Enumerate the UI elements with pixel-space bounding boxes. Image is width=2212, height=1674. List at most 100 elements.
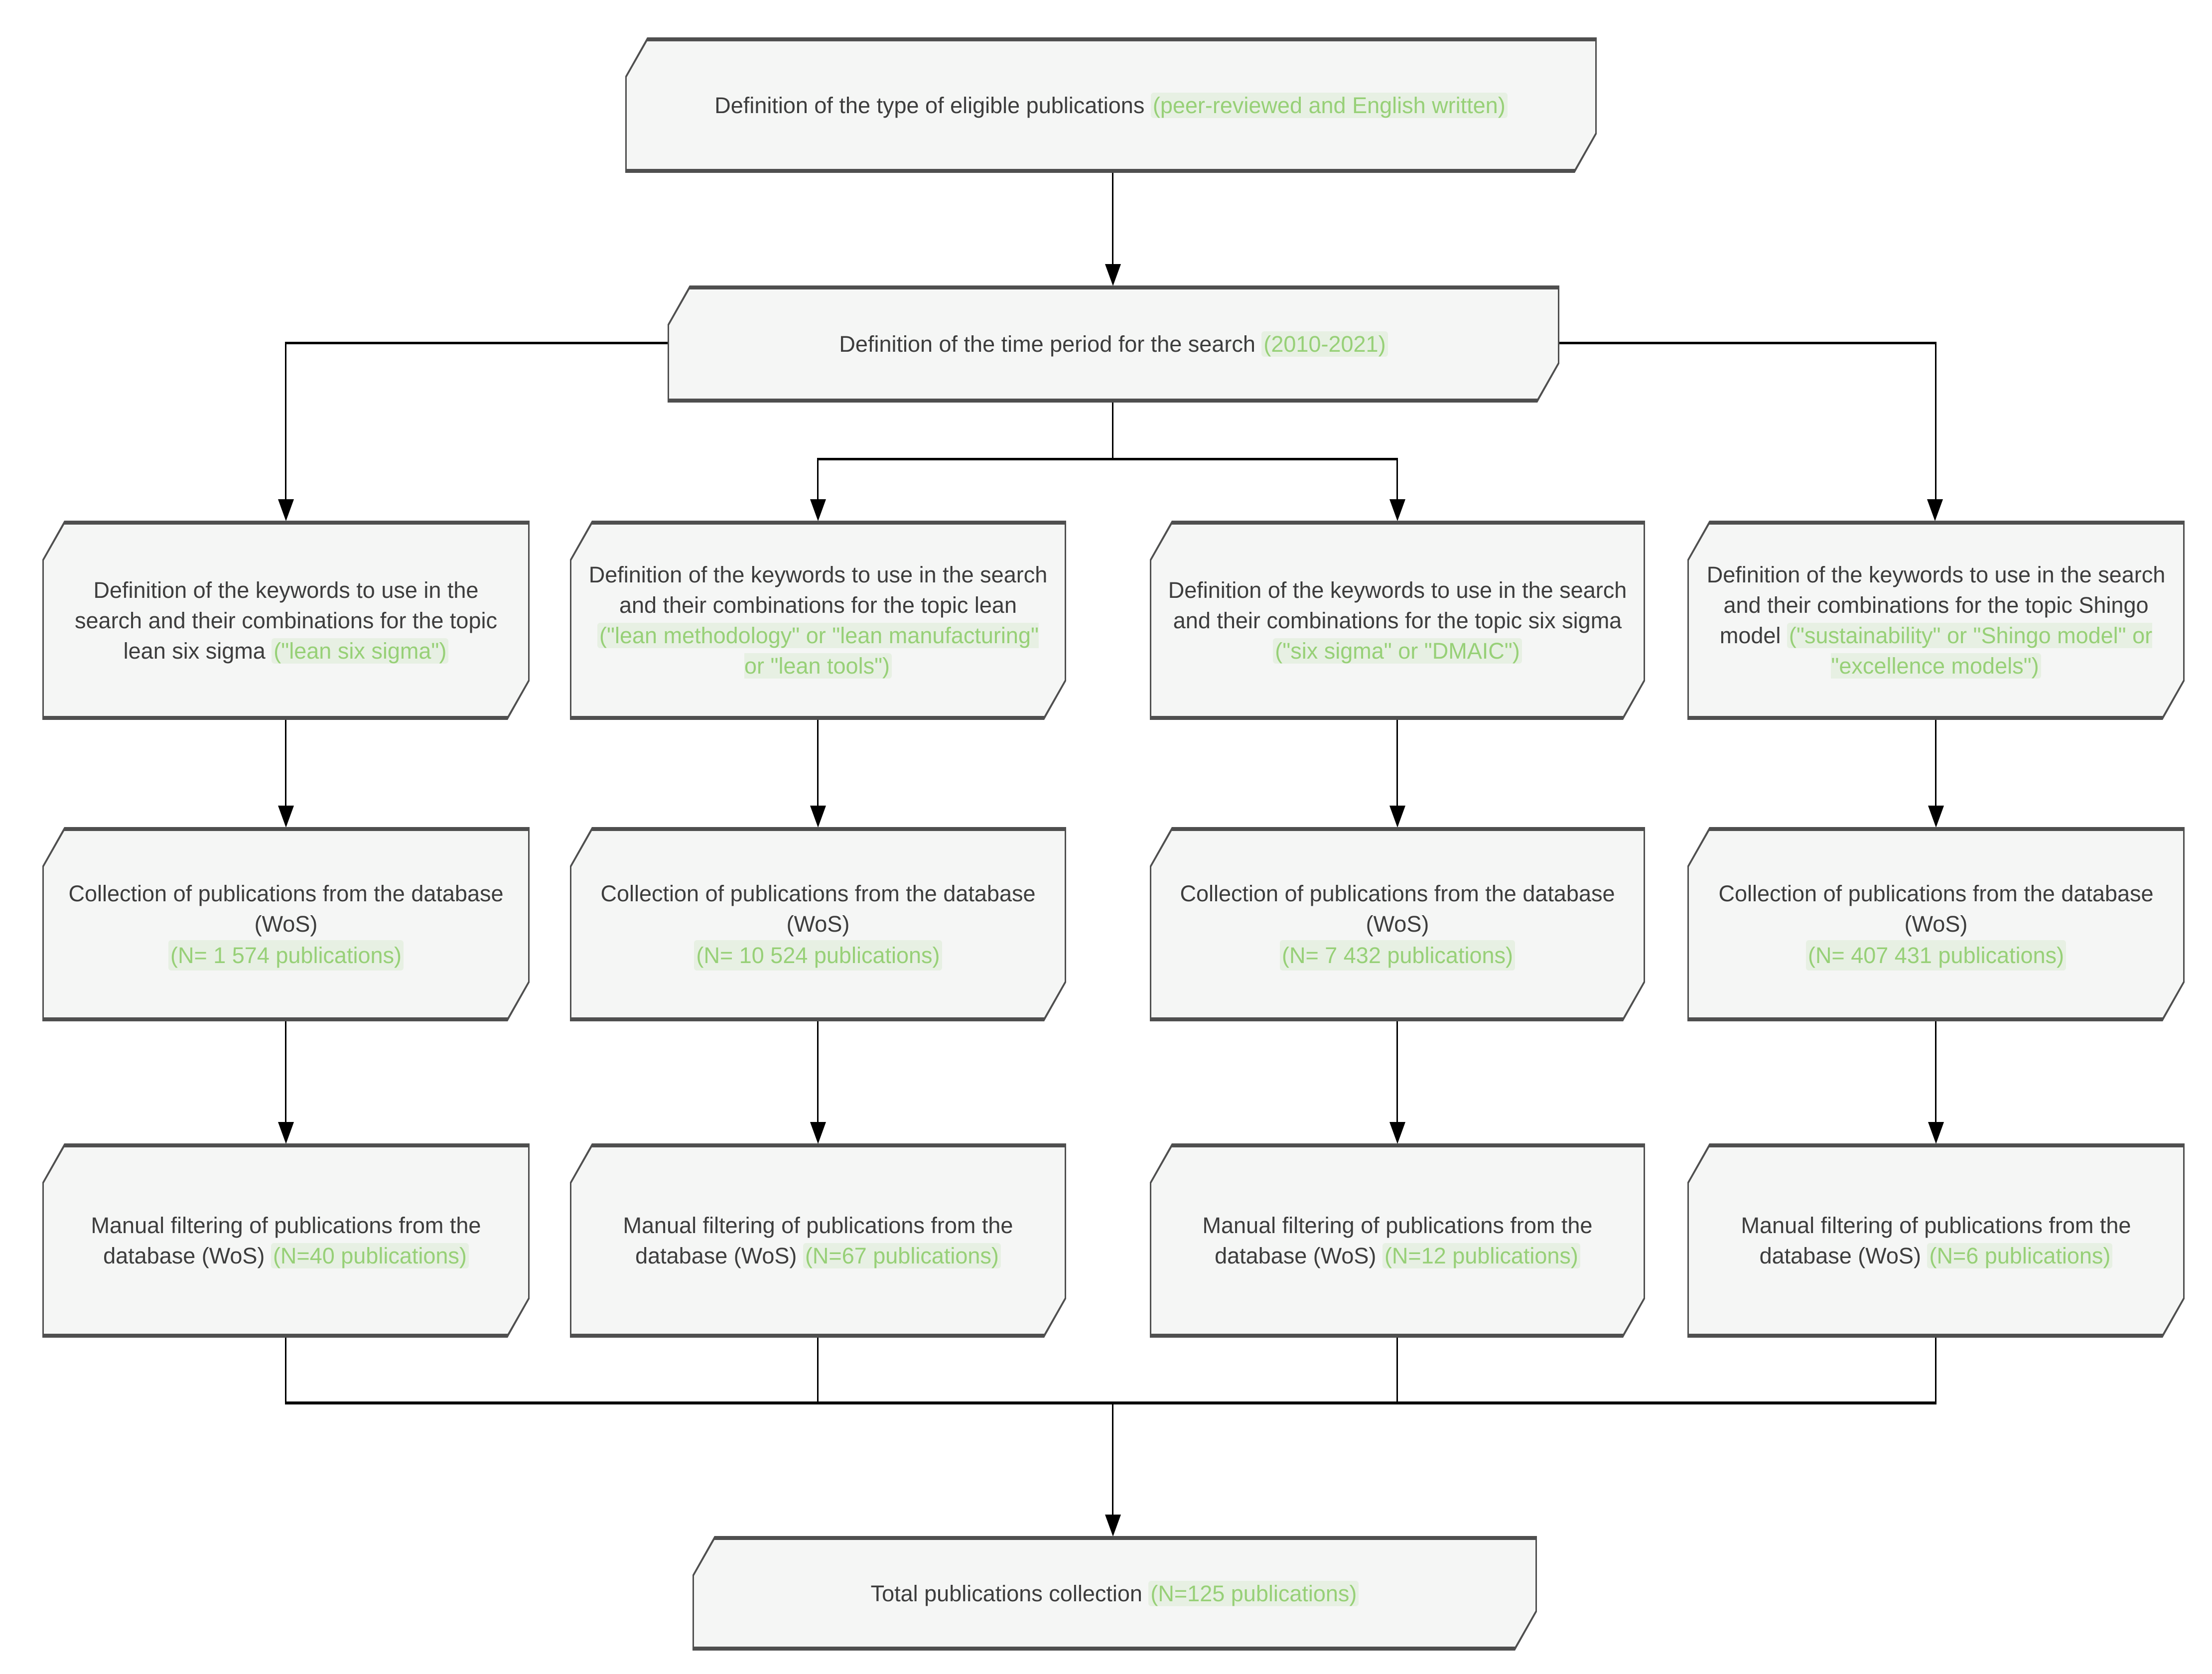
connector-time-to-keywords-4 [1935, 342, 1936, 500]
node-highlight: (N=40 publications) [271, 1243, 469, 1268]
node-background [1689, 1147, 2183, 1334]
node-label: Definition of the type of eligible publi… [625, 37, 1597, 173]
connector-keywords-to-collection-2 [817, 720, 819, 808]
node-text: Definition of the keywords to use in the… [1168, 577, 1627, 633]
node-filtering-shingo-model: Manual filtering of publications from th… [1687, 1143, 2185, 1338]
node-label: Collection of publications from the data… [42, 827, 530, 1021]
node-highlight: (N= 10 524 publications) [694, 940, 942, 971]
arrowhead-down-icon [1389, 806, 1405, 828]
node-label: Total publications collection (N=125 pub… [692, 1536, 1537, 1651]
node-label: Definition of the time period for the se… [668, 285, 1559, 403]
node-label: Definition of the keywords to use in the… [42, 521, 530, 720]
node-background [44, 525, 528, 716]
connector-time-bottom-stub [1112, 403, 1113, 460]
arrowhead-down-icon [278, 499, 294, 521]
node-text: Manual filtering of publications from th… [1741, 1213, 2131, 1268]
node-background [44, 1147, 528, 1334]
node-highlight: ("six sigma" or "DMAIC") [1273, 638, 1522, 664]
node-collection-six-sigma: Collection of publications from the data… [1150, 827, 1645, 1021]
arrowhead-down-icon [810, 499, 826, 521]
node-keywords-six-sigma: Definition of the keywords to use in the… [1150, 521, 1645, 720]
node-label: Manual filtering of publications from th… [1687, 1143, 2185, 1338]
node-highlight: (N=67 publications) [803, 1243, 1001, 1268]
node-label: Definition of the keywords to use in the… [1687, 521, 2185, 720]
node-keywords-lean-six-sigma: Definition of the keywords to use in the… [42, 521, 530, 720]
node-text: Definition of the keywords to use in the… [588, 562, 1048, 618]
node-eligible-publications: Definition of the type of eligible publi… [625, 37, 1597, 173]
node-label: Collection of publications from the data… [1150, 827, 1645, 1021]
node-time-period: Definition of the time period for the se… [668, 285, 1559, 403]
node-label: Manual filtering of publications from th… [570, 1143, 1066, 1338]
node-label: Definition of the keywords to use in the… [1150, 521, 1645, 720]
node-background [1689, 831, 2183, 1017]
node-background [571, 831, 1065, 1017]
arrowhead-down-icon [1389, 1122, 1405, 1144]
connector-filtering-1-to-merge [285, 1338, 286, 1404]
connector-filtering-4-to-merge [1935, 1338, 1936, 1404]
node-background [669, 289, 1558, 399]
node-label: Collection of publications from the data… [570, 827, 1066, 1021]
node-collection-shingo-model: Collection of publications from the data… [1687, 827, 2185, 1021]
connector-eligible-to-time [1112, 173, 1113, 265]
node-text: Collection of publications from the data… [68, 880, 504, 937]
node-keywords-lean: Definition of the keywords to use in the… [570, 521, 1066, 720]
node-background [571, 1147, 1065, 1334]
node-highlight: (peer-reviewed and English written) [1150, 92, 1508, 118]
connector-collection-to-filtering-4 [1935, 1021, 1936, 1123]
node-background [694, 1540, 1535, 1647]
connector-time-right-horizontal [1559, 342, 1936, 344]
node-total-publications: Total publications collection (N=125 pub… [692, 1536, 1537, 1651]
node-label: Collection of publications from the data… [1687, 827, 2185, 1021]
node-highlight: (N= 1 574 publications) [168, 940, 404, 971]
arrowhead-down-icon [1389, 499, 1405, 521]
node-text: Definition of the keywords to use in the… [1706, 562, 2166, 648]
node-background [1151, 831, 1644, 1017]
connector-time-to-keywords-3 [1396, 458, 1398, 500]
arrowhead-down-icon [1105, 264, 1121, 286]
node-highlight: (N= 7 432 publications) [1279, 940, 1516, 971]
node-background [627, 41, 1595, 169]
node-text: Manual filtering of publications from th… [91, 1213, 481, 1268]
node-text: Definition of the keywords to use in the… [75, 577, 497, 664]
connector-time-to-keywords-2 [817, 458, 819, 500]
arrowhead-down-icon [1105, 1515, 1121, 1536]
node-label: Manual filtering of publications from th… [1150, 1143, 1645, 1338]
node-background [1151, 525, 1644, 716]
connector-keywords-to-collection-3 [1396, 720, 1398, 808]
node-background [1151, 1147, 1644, 1334]
node-collection-lean: Collection of publications from the data… [570, 827, 1066, 1021]
node-highlight: (2010-2021) [1261, 331, 1388, 357]
node-background [44, 831, 528, 1017]
node-keywords-shingo-model: Definition of the keywords to use in the… [1687, 521, 2185, 720]
connector-keywords-to-collection-4 [1935, 720, 1936, 808]
arrowhead-down-icon [810, 806, 826, 828]
connector-collection-to-filtering-3 [1396, 1021, 1398, 1123]
node-text: Definition of the time period for the se… [839, 331, 1255, 357]
arrowhead-down-icon [278, 1122, 294, 1144]
node-text: Manual filtering of publications from th… [623, 1213, 1013, 1268]
connector-time-left-horizontal [286, 342, 668, 344]
arrowhead-down-icon [810, 1122, 826, 1144]
node-label: Definition of the keywords to use in the… [570, 521, 1066, 720]
node-highlight: (N=125 publications) [1148, 1580, 1359, 1606]
connector-filtering-3-to-merge [1396, 1338, 1398, 1404]
node-text: Collection of publications from the data… [1180, 880, 1615, 937]
node-background [571, 525, 1065, 716]
connector-time-split-horizontal [817, 458, 1398, 460]
connector-keywords-to-collection-1 [285, 720, 286, 808]
arrowhead-down-icon [1928, 806, 1944, 828]
node-highlight: ("lean six sigma") [272, 638, 449, 664]
node-text: Collection of publications from the data… [1718, 880, 2154, 937]
connector-filtering-2-to-merge [817, 1338, 819, 1404]
node-background [1689, 525, 2183, 716]
arrowhead-down-icon [1928, 1122, 1944, 1144]
node-label: Manual filtering of publications from th… [42, 1143, 530, 1338]
node-highlight: (N=12 publications) [1382, 1243, 1580, 1268]
node-text: Definition of the type of eligible publi… [714, 92, 1145, 118]
connector-merge-to-total [1112, 1403, 1113, 1516]
node-text: Total publications collection [870, 1580, 1142, 1606]
connector-collection-to-filtering-1 [285, 1021, 286, 1123]
node-filtering-lean-six-sigma: Manual filtering of publications from th… [42, 1143, 530, 1338]
arrowhead-down-icon [278, 806, 294, 828]
